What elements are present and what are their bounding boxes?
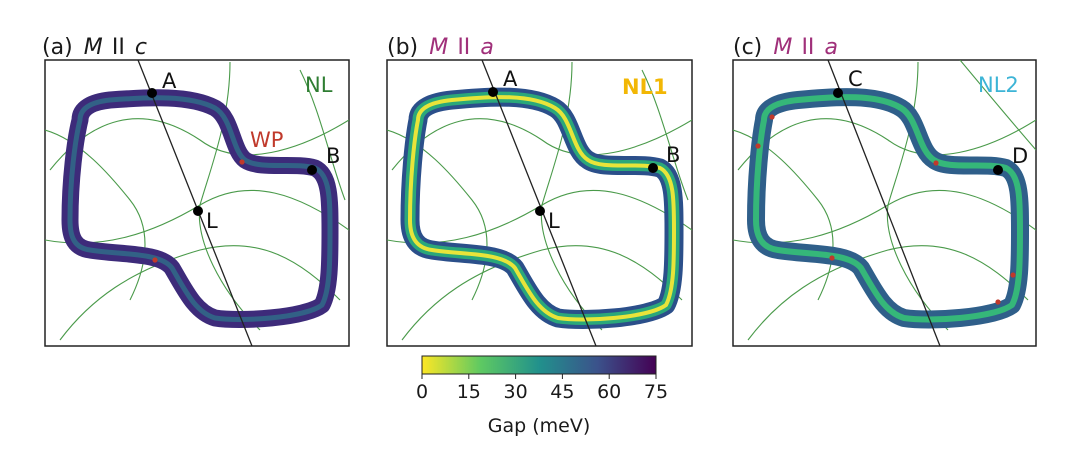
panel-c-ring-core [753, 94, 1023, 323]
panel-c-point-label: C [848, 67, 863, 91]
panel-b-point-marker [648, 163, 658, 173]
panel-c-cut-line [827, 59, 941, 347]
panel-c-title: (c) M II a [733, 35, 838, 60]
panel-b-point-label: A [503, 67, 518, 91]
panel-a-ring-core [67, 95, 333, 322]
panel-a-point-label: B [326, 144, 340, 168]
panel-b-prefix: (b) [387, 35, 418, 60]
panel-a-weyl-point [152, 257, 158, 263]
panel-c-weyl-point [769, 114, 775, 120]
panel-a-point-marker [307, 165, 317, 175]
colorbar-tick-label: 30 [504, 381, 528, 403]
panel-a-tag2: WP [250, 128, 283, 152]
panel-c-point-marker [833, 88, 843, 98]
panel-b-point-label: B [666, 143, 680, 167]
colorbar-tick-label: 75 [644, 381, 668, 403]
colorbar-gradient [421, 355, 657, 375]
panel-a-point-label: L [206, 209, 218, 233]
panel-c-point-marker [993, 165, 1003, 175]
colorbar: 0 15 30 45 60 75 Gap (meV) [416, 355, 668, 437]
panel-b: (b) M II a A B L NL1 [386, 35, 693, 347]
panel-b-m: M [429, 35, 448, 60]
panel-c-weyl-point [933, 160, 939, 166]
panel-b-ring-core [408, 95, 676, 322]
panel-b-par: II [457, 35, 470, 60]
panel-c: (c) M II a C D NL2 [732, 35, 1037, 347]
panel-b-cut-line [481, 59, 597, 347]
panel-c-weyl-point [1010, 272, 1016, 278]
panel-a-tag: NL [305, 73, 333, 97]
colorbar-tick-label: 0 [416, 381, 428, 403]
panel-c-axis: a [825, 35, 838, 60]
panel-b-point-marker [535, 206, 545, 216]
panel-b-tag: NL1 [622, 75, 668, 99]
panel-c-weyl-point [995, 299, 1001, 305]
colorbar-tick-label: 15 [457, 381, 481, 403]
panel-a-axis: c [135, 35, 147, 60]
colorbar-ticks: 0 15 30 45 60 75 [416, 374, 668, 403]
panel-a-weyl-point [239, 159, 245, 165]
panel-a-title: (a) M II c [42, 35, 147, 60]
colorbar-label: Gap (meV) [488, 415, 591, 437]
panel-c-m: M [773, 35, 792, 60]
panel-b-point-label: L [548, 209, 560, 233]
panel-c-par: II [801, 35, 814, 60]
panel-a-point-label: A [162, 69, 177, 93]
panel-a-m: M [84, 35, 103, 60]
panel-b-title: (b) M II a [387, 35, 494, 60]
panel-a-point-marker [147, 88, 157, 98]
panel-a: (a) M II c A B L NL WP [42, 35, 350, 347]
panel-a-point-marker [193, 206, 203, 216]
panel-b-point-marker [488, 87, 498, 97]
colorbar-tick-label: 60 [597, 381, 621, 403]
panel-c-point-label: D [1012, 144, 1028, 168]
panel-a-par: II [112, 35, 125, 60]
panel-c-tag: NL2 [978, 73, 1019, 97]
colorbar-tick-label: 45 [550, 381, 574, 403]
panel-c-weyl-point [755, 143, 761, 149]
panel-b-axis: a [480, 35, 493, 60]
panel-c-weyl-point [829, 255, 835, 261]
panel-c-prefix: (c) [733, 35, 762, 60]
panel-a-cut-line [137, 59, 253, 347]
panel-a-prefix: (a) [42, 35, 73, 60]
